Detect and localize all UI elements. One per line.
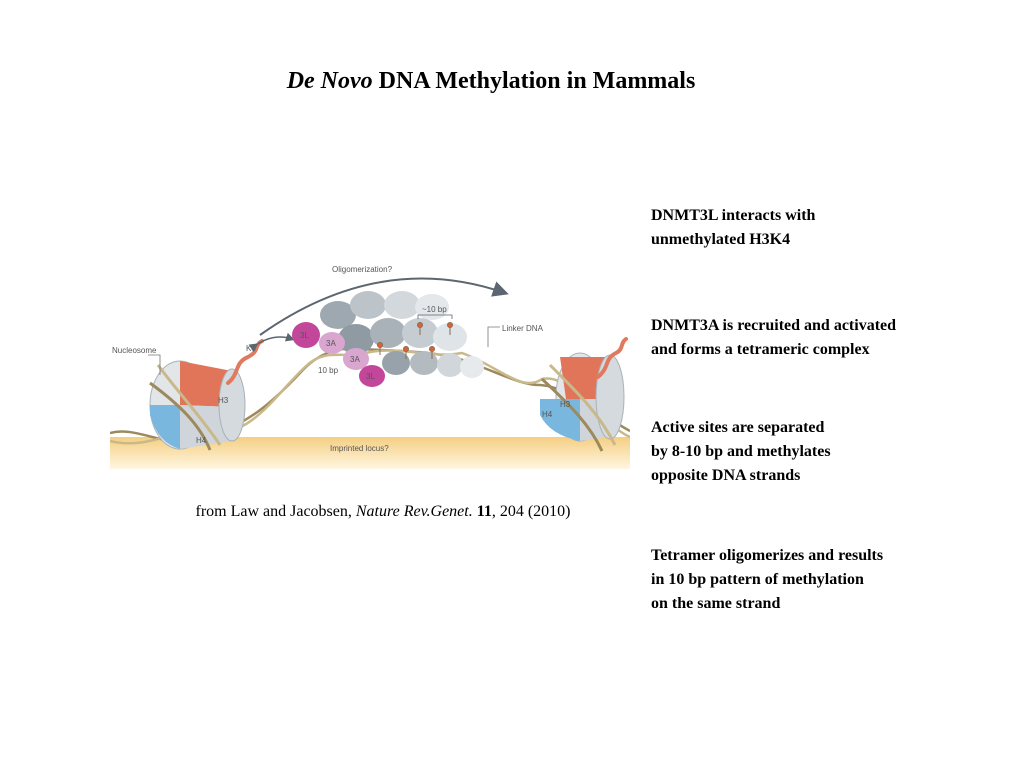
linker-dna-leader xyxy=(487,326,500,347)
dnmt3l-label-b: 3L xyxy=(366,372,375,381)
methylation-diagram: Imprinted locus? Oligomerization? H3 H4 … xyxy=(110,255,630,475)
h4-left-label: H4 xyxy=(196,436,207,445)
dnmt3a-subunit-b xyxy=(343,348,369,370)
note-active-sites: Active sites are separated by 8-10 bp an… xyxy=(651,419,831,484)
k4-interaction-arrow-icon xyxy=(248,332,295,353)
dnmt3l-subunit-a xyxy=(292,322,320,348)
linker-dna-label: Linker DNA xyxy=(502,324,544,333)
h3-left-label: H3 xyxy=(218,396,229,405)
tetramer-complex xyxy=(320,291,484,378)
h3k4-tail-icon xyxy=(226,339,264,385)
citation-volume: 11 xyxy=(476,503,492,520)
nucleosome-left xyxy=(149,360,246,451)
dnmt3l-label-a: 3L xyxy=(300,331,309,340)
dnmt3l-subunit-b xyxy=(359,365,385,387)
ten-bp-top-label: ~10 bp xyxy=(422,305,447,314)
citation-journal: Nature Rev.Genet. xyxy=(355,503,473,520)
nucleosome-label: Nucleosome xyxy=(112,346,157,355)
note-dnmt3l-h3k4: DNMT3L interacts with unmethylated H3K4 xyxy=(651,207,816,248)
methyl-marks xyxy=(377,322,453,359)
nucleosome-leader xyxy=(148,354,161,375)
citation: from Law and Jacobsen, Nature Rev.Genet.… xyxy=(0,503,766,521)
note-tetramer-oligomerizes: Tetramer oligomerizes and results in 10 … xyxy=(651,547,884,612)
nucleosome-right xyxy=(540,337,628,452)
dnmt3a-label-b: 3A xyxy=(350,355,360,364)
oligomerization-label: Oligomerization? xyxy=(332,265,393,274)
k4-label: K4 xyxy=(246,344,256,353)
oligomerization-arrow-icon xyxy=(259,277,509,336)
methylation-diagram-svg: Imprinted locus? Oligomerization? H3 H4 … xyxy=(110,265,630,469)
title-main: DNA Methylation in Mammals xyxy=(378,68,696,94)
citation-prefix: from Law and Jacobsen, xyxy=(195,503,356,520)
dnmt3a-subunit-a xyxy=(319,332,345,354)
h4-right-label: H4 xyxy=(542,410,553,419)
slide-title: De Novo DNA Methylation in Mammals xyxy=(0,68,982,95)
ten-bp-bracket xyxy=(417,314,453,319)
dnmt3a-label-a: 3A xyxy=(326,339,336,348)
ten-bp-bottom-label: 10 bp xyxy=(318,366,339,375)
note-dnmt3a-recruited: DNMT3A is recruited and activated and fo… xyxy=(651,317,897,358)
citation-pages-year: , 204 (2010) xyxy=(491,503,571,520)
h3-right-label: H3 xyxy=(560,400,571,409)
imprinted-locus-label: Imprinted locus? xyxy=(330,444,389,453)
title-italic: De Novo xyxy=(286,68,373,94)
